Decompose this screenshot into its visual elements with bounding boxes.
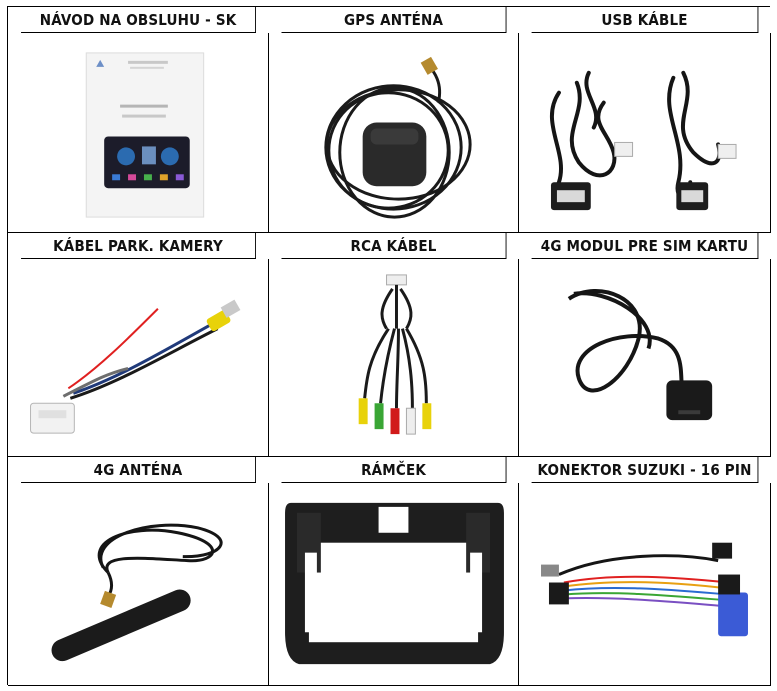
- usb-cables-image: [519, 33, 771, 233]
- frame-image: [269, 483, 519, 686]
- header-camera-cable: KÁBEL PARK. KAMERY: [21, 233, 256, 259]
- header-frame: RÁMČEK: [281, 457, 507, 483]
- header-manual: NÁVOD NA OBSLUHU - SK: [21, 7, 256, 33]
- 4g-antenna-image: [8, 483, 269, 686]
- header-usb-cables: USB KÁBLE: [531, 7, 759, 33]
- sim-module-image: [519, 259, 771, 457]
- header-4g-antenna: 4G ANTÉNA: [21, 457, 256, 483]
- manual-booklet-image: [8, 33, 269, 233]
- rca-cable-image: [269, 259, 519, 457]
- camera-cable-image: [8, 259, 269, 457]
- header-rca-cable: RCA KÁBEL: [281, 233, 507, 259]
- connector-image: [519, 483, 771, 686]
- header-4g-module: 4G MODUL PRE SIM KARTU: [531, 233, 759, 259]
- header-gps-antenna: GPS ANTÉNA: [281, 7, 507, 33]
- accessories-table: NÁVOD NA OBSLUHU - SK GPS ANTÉNA USB KÁB…: [7, 6, 771, 686]
- gps-antenna-image: [269, 33, 519, 233]
- header-connector: KONEKTOR SUZUKI - 16 PIN: [531, 457, 759, 483]
